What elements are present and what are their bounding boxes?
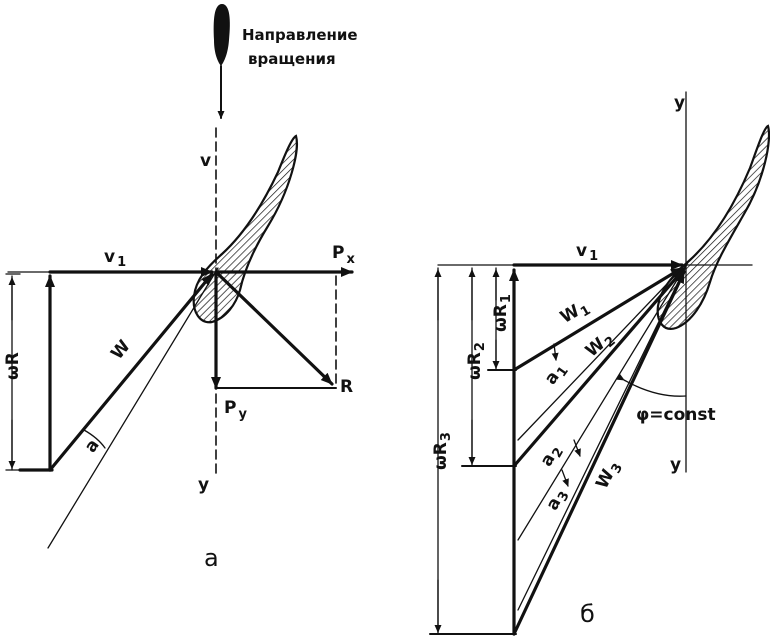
direction-caption-line2: вращения [248,50,336,68]
y-top-label-b: y [674,93,685,113]
w2-label: W2 [582,328,619,364]
blade-profile-b [656,124,770,330]
phi-label: φ=const [636,405,716,425]
y-label-a: y [198,475,209,495]
y-bottom-label-b: y [670,455,681,475]
a1-label: a1 [541,359,572,390]
wr1-label: ωR1 [491,294,514,332]
direction-caption-line1: Направление [242,26,358,44]
w-label-a: W [107,336,135,363]
caption-a: а [204,544,219,572]
omega-r-label-a: ωR [3,352,23,380]
v-label-a: v [200,151,211,171]
alpha-arc-a [83,429,106,449]
w3-arrow [512,270,686,636]
w3-label: W3 [592,457,626,493]
rotation-direction-group: Направление вращения [213,4,358,119]
phi-arc [616,373,687,397]
alpha-label-a: a [81,436,104,457]
alpha3-mark [561,469,569,487]
alpha1-mark [551,343,559,361]
wr3-label: ωR3 [431,432,454,470]
chord-line-b1 [517,261,689,441]
alpha2-mark [573,439,581,457]
w-arrow-a [48,272,214,472]
blade-profile-a [192,134,298,324]
w2-arrow [512,268,685,468]
chord-line-a [47,267,219,549]
a3-label: a3 [542,485,572,515]
small-blade-icon [213,4,230,66]
caption-b: б [580,600,595,628]
w1-arrow [512,266,684,372]
wr2-label: ωR2 [465,342,488,380]
r-label: R [340,377,353,397]
